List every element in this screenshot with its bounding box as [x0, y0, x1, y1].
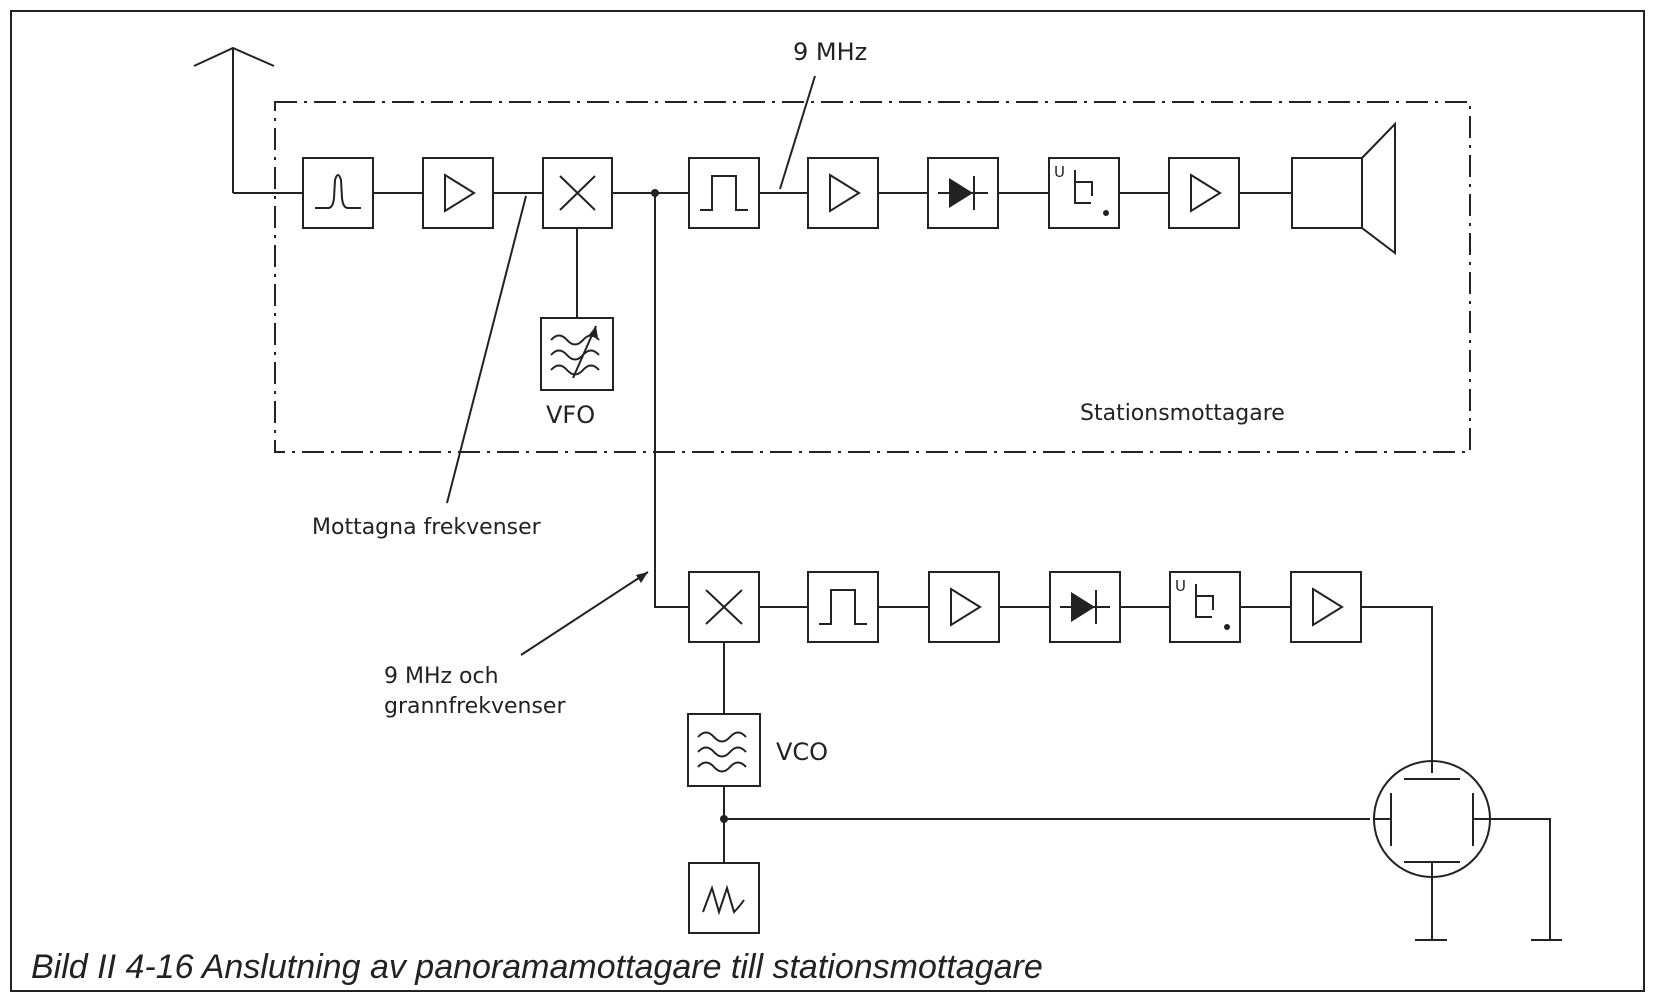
neighbor-frequencies-pointer [520, 571, 649, 656]
pano-lowpass-block: U [1169, 571, 1241, 643]
loudspeaker-icon [1291, 121, 1396, 256]
received-frequencies-label: Mottagna frekvenser [312, 515, 542, 540]
if-9mhz-pointer [779, 75, 816, 190]
vfo-block [540, 317, 614, 391]
pano-video-amplifier-block [1290, 571, 1362, 643]
lowpass-block: U [1048, 157, 1120, 229]
detector-block [927, 157, 999, 229]
bottom-wires [720, 606, 1433, 863]
vco-label: VCO [776, 738, 828, 766]
neighbor-frequencies-label-1: 9 MHz och [384, 664, 499, 689]
figure-caption: Bild II 4-16 Anslutning av panoramamotta… [31, 948, 1043, 986]
u-label: U [1054, 163, 1065, 181]
station-receiver-boundary [274, 101, 1471, 453]
u-label-2: U [1175, 577, 1186, 595]
antenna-icon [193, 46, 303, 194]
sweep-generator-block [688, 862, 760, 934]
vco-block [687, 713, 761, 787]
neighbor-frequencies-label-2: grannfrekvenser [384, 694, 566, 719]
crt-tube-icon [1373, 760, 1562, 941]
af-amplifier-block [1168, 157, 1240, 229]
top-wires [373, 189, 1292, 608]
pano-detector-block [1049, 571, 1121, 643]
received-frequencies-pointer [446, 195, 527, 504]
pano-if-filter-block [807, 571, 879, 643]
figure-frame [10, 10, 1645, 992]
if-amplifier-block [807, 157, 879, 229]
vfo-label: VFO [546, 401, 595, 429]
pano-mixer-block [688, 571, 760, 643]
if-filter-block [688, 157, 760, 229]
station-receiver-label: Stationsmottagare [1080, 401, 1285, 426]
pano-amplifier-block [928, 571, 1000, 643]
if-9mhz-label: 9 MHz [793, 38, 867, 66]
bandpass-filter-block [302, 157, 374, 229]
rf-amplifier-block [422, 157, 494, 229]
mixer-block [542, 157, 613, 229]
